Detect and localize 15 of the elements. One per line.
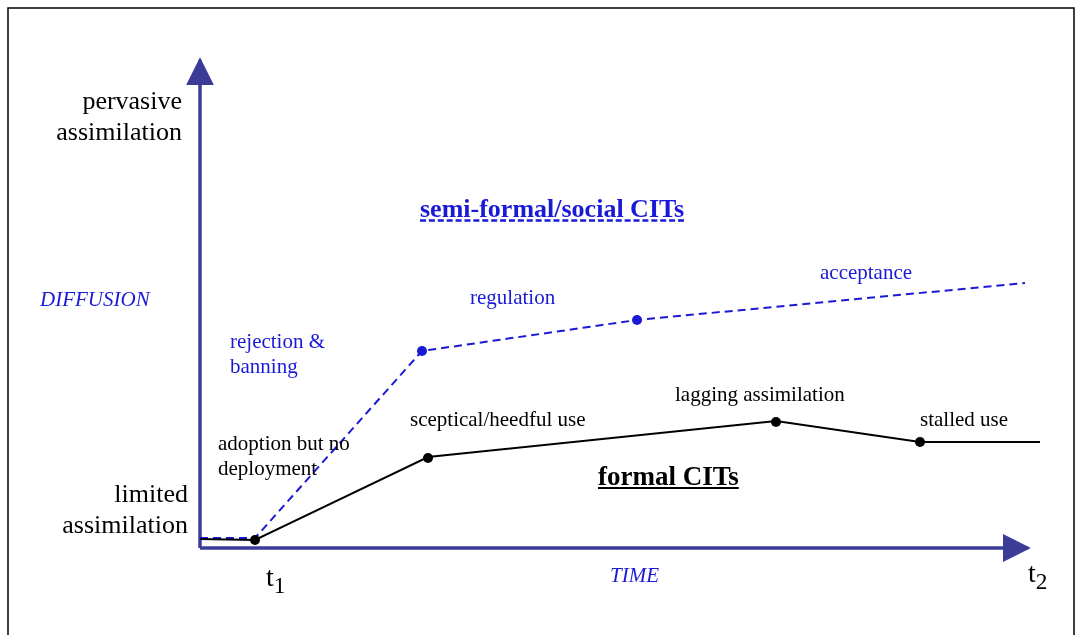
stage-label: adoption but no deployment bbox=[218, 431, 351, 482]
curve-label: formal CITs bbox=[598, 460, 740, 493]
stage-label: stalled use bbox=[920, 407, 1010, 433]
stage-label: sceptical/heedful use bbox=[410, 407, 587, 433]
curve-label: semi-formal/social CITs bbox=[420, 193, 686, 225]
stage-label: rejection & banning bbox=[230, 329, 327, 380]
axis-label: DIFFUSION bbox=[40, 287, 152, 313]
axis-label: TIME bbox=[610, 563, 660, 589]
time-mark: t$_{2}$ bbox=[1028, 556, 1049, 596]
axis-label: pervasive assimilation bbox=[55, 85, 182, 148]
axis-label: limited assimilation bbox=[61, 478, 188, 541]
stage-label: acceptance bbox=[820, 260, 914, 286]
stage-label: lagging assimilation bbox=[675, 382, 846, 408]
time-mark: t$_{1}$ bbox=[266, 560, 287, 600]
stage-label: regulation bbox=[470, 285, 557, 311]
